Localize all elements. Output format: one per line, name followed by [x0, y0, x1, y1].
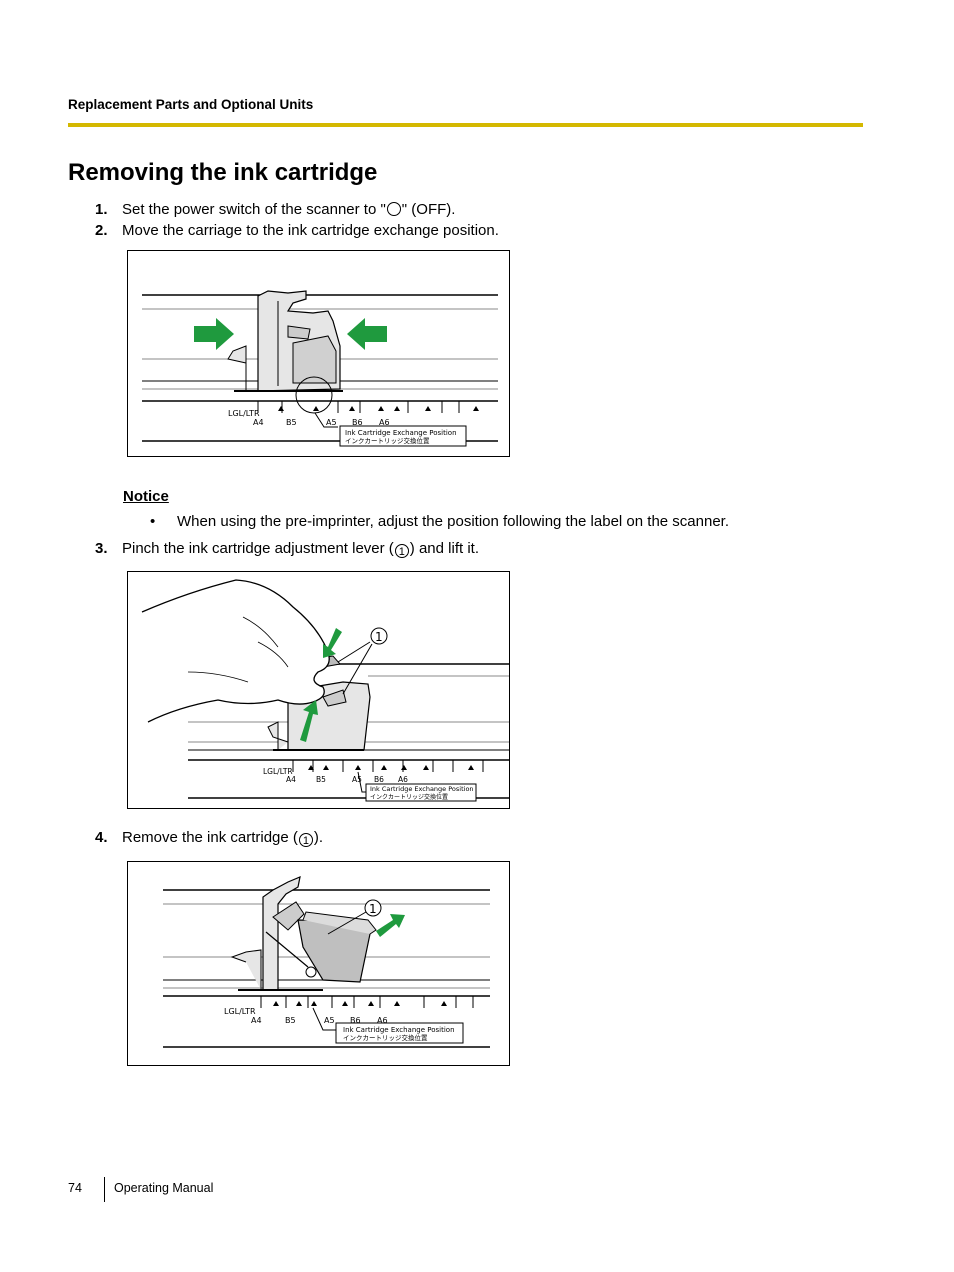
- page-title: Removing the ink cartridge: [68, 159, 378, 186]
- label-a4: A4: [251, 1016, 262, 1025]
- footer-manual-title: Operating Manual: [114, 1181, 214, 1195]
- label-exchange-en: Ink Cartridge Exchange Position: [370, 785, 474, 793]
- green-arrow-up-right-icon: [376, 914, 405, 937]
- callout-circle-icon: [370, 627, 388, 645]
- label-a5: A5: [324, 1016, 335, 1025]
- label-a6: A6: [398, 775, 408, 784]
- step-text: Move the carriage to the ink cartridge e…: [122, 222, 499, 239]
- position-tick-marks: [292, 760, 484, 772]
- figure-pinch-lever: 1 LGL/LTR A4 B5 A5 B6 A6 Ink Cartridge E…: [127, 571, 510, 809]
- callout-circle-icon: [364, 899, 382, 917]
- callout-number: 1: [369, 902, 377, 916]
- step-text: ) and lift it.: [409, 540, 479, 557]
- label-exchange-en: Ink Cartridge Exchange Position: [345, 429, 457, 437]
- figure-carriage-position: LGL/LTR A4 B5 A5 B6 A6 Ink Cartridge Exc…: [127, 250, 510, 457]
- carriage-illustration: LGL/LTR A4 B5 A5 B6 A6 Ink Cartridge Exc…: [142, 290, 498, 447]
- label-a6: A6: [379, 418, 390, 427]
- label-a4: A4: [286, 775, 296, 784]
- label-b6: B6: [352, 418, 363, 427]
- step-text: Pinch the ink cartridge adjustment lever…: [122, 540, 394, 557]
- green-arrow-left-icon: [347, 318, 387, 350]
- figure-remove-cartridge: 1 LGL/LTR A4 B5 A5 B6 A6 Ink Cartridge E…: [127, 861, 510, 1066]
- power-off-circle-icon: [386, 202, 401, 216]
- label-exchange-en: Ink Cartridge Exchange Position: [343, 1026, 455, 1034]
- step-number: 3.: [95, 540, 108, 557]
- green-arrow-down-icon: [323, 628, 342, 658]
- green-arrow-right-icon: [194, 318, 234, 350]
- label-b5: B5: [285, 1016, 296, 1025]
- label-lgl-ltr: LGL/LTR: [224, 1007, 256, 1016]
- label-a5: A5: [352, 775, 362, 784]
- step-number: 2.: [95, 222, 108, 239]
- label-a6: A6: [377, 1016, 388, 1025]
- page-number: 74: [68, 1181, 82, 1195]
- label-exchange-ja: インクカートリッジ交換位置: [343, 1033, 428, 1042]
- green-arrow-up-icon: [300, 700, 318, 742]
- step-number: 4.: [95, 829, 108, 846]
- remove-cartridge-illustration: 1 LGL/LTR A4 B5 A5 B6 A6 Ink Cartridge E…: [163, 876, 490, 1048]
- step-number: 1.: [95, 201, 108, 218]
- label-b6: B6: [350, 1016, 361, 1025]
- step-text: ).: [313, 829, 324, 846]
- step-text: Remove the ink cartridge (: [122, 829, 298, 846]
- pinch-lever-illustration: 1 LGL/LTR A4 B5 A5 B6 A6 Ink Cartridge E…: [141, 579, 509, 802]
- section-header: Replacement Parts and Optional Units: [68, 97, 314, 112]
- label-exchange-ja: インクカートリッジ交換位置: [345, 436, 430, 445]
- label-exchange-ja: インクカートリッジ交換位置: [370, 793, 448, 801]
- label-lgl-ltr: LGL/LTR: [263, 767, 293, 776]
- bullet-icon: •: [150, 513, 156, 530]
- position-tick-marks: [257, 401, 479, 413]
- step-text: " (OFF).: [401, 201, 456, 218]
- callout-marker: 1: [394, 544, 409, 558]
- label-lgl-ltr: LGL/LTR: [228, 409, 260, 418]
- header-rule: [68, 123, 863, 127]
- footer-divider: [104, 1177, 105, 1202]
- label-b5: B5: [316, 775, 326, 784]
- position-tick-marks: [260, 996, 474, 1008]
- step-text: Set the power switch of the scanner to ": [122, 201, 386, 218]
- label-a4: A4: [253, 418, 264, 427]
- notice-text: When using the pre-imprinter, adjust the…: [177, 513, 729, 530]
- notice-heading: Notice: [123, 488, 169, 505]
- callout-number: 1: [375, 630, 383, 644]
- callout-marker: 1: [298, 833, 313, 847]
- label-b6: B6: [374, 775, 384, 784]
- label-a5: A5: [326, 418, 337, 427]
- label-b5: B5: [286, 418, 297, 427]
